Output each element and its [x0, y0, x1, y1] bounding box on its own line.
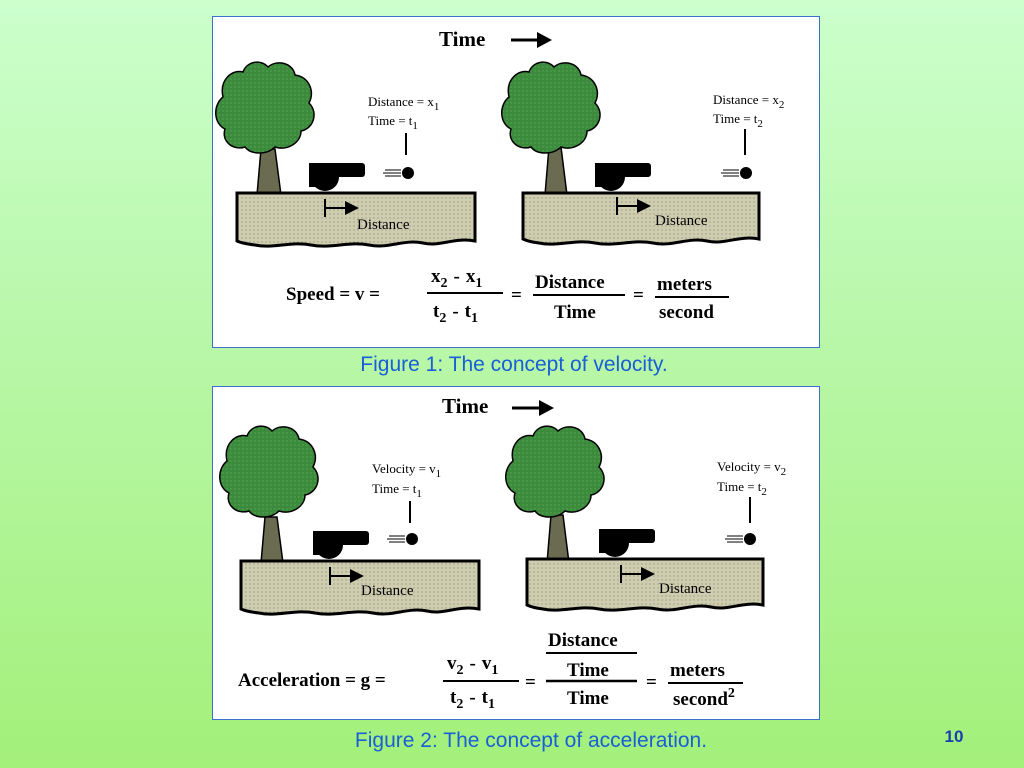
equals-sign: = [646, 672, 657, 693]
time-denominator: Time [567, 688, 609, 709]
time-arrow-icon [512, 400, 554, 416]
velocity-label: Velocity = v1 [372, 461, 441, 480]
distance-arrow-icon [329, 567, 364, 585]
cannonball-icon [383, 167, 414, 179]
time-denominator: Time [554, 302, 596, 323]
equals-sign: = [511, 285, 522, 306]
right-scene: Distance Velocity = v2 Time = t2 [505, 425, 786, 612]
fraction-denominator: t2-t1 [433, 301, 478, 326]
velocity-label: Velocity = v2 [717, 459, 786, 478]
equals-sign: = [633, 285, 644, 306]
left-scene: Distance Velocity = v1 Time = t1 [219, 425, 481, 616]
slide-number: 10 [944, 727, 964, 746]
distance-numerator: Distance [535, 272, 605, 293]
distance-top: Distance [548, 630, 618, 651]
units-denominator: second [659, 302, 714, 323]
time-value-label: Time = t1 [368, 113, 418, 132]
position-label: Distance = x2 [713, 92, 784, 111]
figure2-caption: Figure 2: The concept of acceleration. [354, 729, 708, 752]
ground-distance-label: Distance [659, 581, 712, 597]
cannonball-icon [721, 167, 752, 179]
tree-icon [505, 425, 605, 564]
ground-block [521, 191, 761, 246]
units-numerator: meters [657, 274, 712, 295]
velocity-diagram: Time Distance Distance [215, 27, 784, 326]
ground-distance-label: Distance [357, 217, 410, 233]
speed-formula: Speed = v = x2-x1 t2-t1 = Distance Time … [286, 266, 729, 326]
acceleration-figure: Time Distance Velocity [212, 386, 820, 720]
fraction-denominator: t2-t1 [450, 687, 495, 712]
ground-block [239, 559, 481, 616]
time-label: Time [442, 394, 488, 418]
fraction-numerator: x2-x1 [431, 266, 482, 291]
cannonball-icon [387, 533, 418, 545]
time-middle: Time [567, 660, 609, 681]
right-scene: Distance Distance = x2 Time = t2 [501, 61, 784, 246]
distance-arrow-icon [324, 199, 359, 217]
time-value-label: Time = t2 [717, 479, 767, 498]
formula-lhs: Acceleration = g = [238, 670, 386, 691]
formula-lhs: Speed = v = [286, 284, 380, 305]
cannonball-icon [725, 533, 756, 545]
equals-sign: = [525, 672, 536, 693]
distance-arrow-icon [616, 197, 651, 215]
time-arrow-icon [511, 32, 552, 48]
tree-icon [501, 61, 601, 196]
cannon-icon [309, 163, 365, 191]
distance-arrow-icon [620, 565, 655, 583]
ground-block [235, 191, 477, 248]
figure1-caption: Figure 1: The concept of velocity. [360, 353, 668, 376]
left-scene: Distance Distance = x1 Time = t1 [215, 61, 477, 248]
tree-icon [219, 425, 319, 564]
tree-icon [215, 61, 315, 196]
acceleration-diagram: Time Distance Velocity [219, 394, 786, 712]
ground-block [525, 557, 765, 612]
acceleration-formula: Acceleration = g = v2-v1 t2-t1 = Distanc… [238, 630, 743, 712]
cannon-icon [313, 531, 369, 559]
velocity-figure: Time Distance Distance [212, 16, 820, 348]
time-label: Time [439, 27, 485, 51]
position-label: Distance = x1 [368, 94, 439, 113]
time-value-label: Time = t2 [713, 111, 763, 130]
units-denominator: second2 [673, 686, 735, 710]
fraction-numerator: v2-v1 [447, 653, 498, 678]
ground-distance-label: Distance [655, 213, 708, 229]
cannon-icon [599, 529, 655, 557]
units-numerator: meters [670, 660, 725, 681]
ground-distance-label: Distance [361, 583, 414, 599]
time-value-label: Time = t1 [372, 481, 422, 500]
cannon-icon [595, 163, 651, 191]
